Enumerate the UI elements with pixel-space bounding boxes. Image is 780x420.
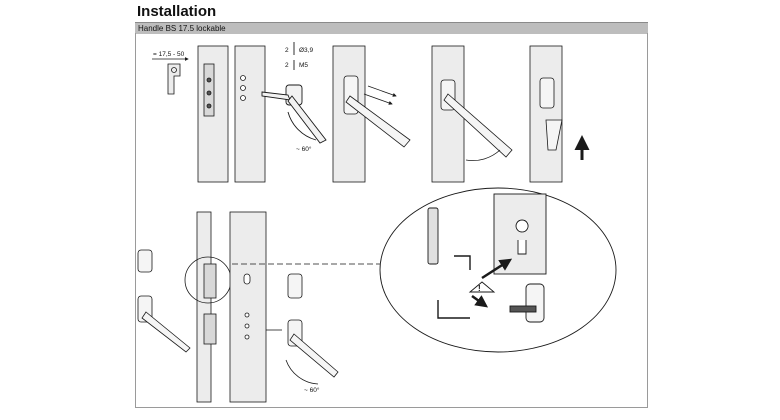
angle-label: ~ 60° bbox=[304, 386, 320, 394]
svg-text:!: ! bbox=[478, 284, 481, 293]
dimension-label: = 17,5 - 50 bbox=[153, 51, 185, 58]
warning-icon bbox=[468, 281, 496, 293]
step-8-handle-frame: ~ 60° bbox=[229, 211, 339, 403]
step-1-dimension-sketch: = 17,5 - 50 bbox=[152, 51, 189, 95]
illustration-frame bbox=[135, 33, 648, 408]
angle-label: ~ 60° bbox=[296, 145, 312, 153]
page-title: Installation bbox=[137, 3, 217, 20]
section-header-bar: Handle BS 17.5 lockable bbox=[135, 22, 648, 34]
screw-qty-label: 2 bbox=[285, 47, 289, 54]
step-6-handle-lock bbox=[529, 45, 590, 183]
step-2-frame-lockplate bbox=[197, 45, 266, 183]
detail-view-lock-cylinder: ! bbox=[379, 187, 617, 353]
key-icon bbox=[509, 305, 537, 313]
screw-size-label: M5 bbox=[299, 62, 308, 69]
step-3-handle-angle: 2 Ø3,9 2 M5 ~ 60° bbox=[261, 42, 327, 153]
screw-size-label: Ø3,9 bbox=[299, 47, 313, 54]
screw-qty-label: 2 bbox=[285, 62, 289, 69]
step-7-lock-parts bbox=[137, 211, 232, 403]
step-4-frame-screws bbox=[332, 45, 411, 183]
section-subtitle: Handle BS 17.5 lockable bbox=[138, 24, 226, 33]
step-5-handle-rotate bbox=[431, 45, 513, 183]
